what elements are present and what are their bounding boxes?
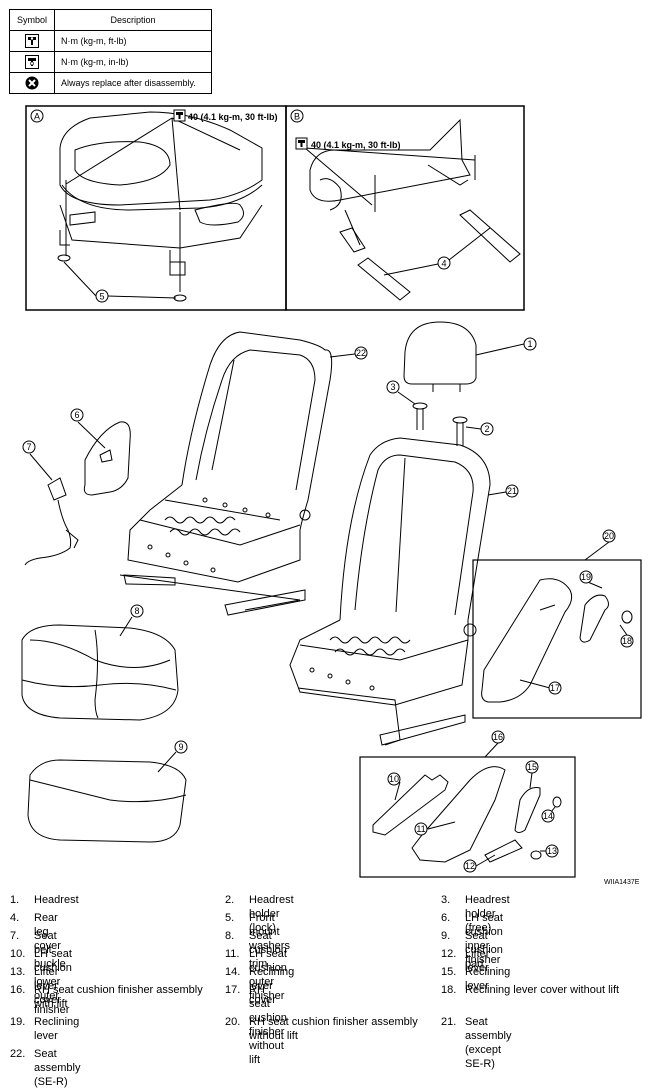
callout-11-circle	[414, 822, 428, 836]
always-replace-icon	[25, 76, 39, 90]
callout-22-circle	[354, 346, 368, 360]
detail-b-label: B	[294, 112, 300, 122]
seat-cushion-trim-drawing	[21, 624, 179, 721]
detail-b-seat-drawing	[309, 118, 521, 301]
callout-4-circle	[437, 256, 451, 270]
callout-22: 22	[356, 348, 366, 358]
torque-wrench-icon	[173, 109, 186, 122]
callout-19-circle	[579, 570, 593, 584]
callout-2: 2	[484, 424, 489, 434]
callout-4: 4	[441, 259, 446, 269]
rh-finisher-with-lift-frame	[359, 756, 576, 878]
callout-20-circle	[602, 529, 616, 543]
symbol-table: Symbol Description N·m (kg-m, ft-lb) N·m…	[9, 9, 212, 94]
detail-a-frame	[25, 105, 287, 311]
callout-14-circle	[541, 809, 555, 823]
callout-15: 15	[527, 762, 537, 772]
seat-cushion-pad-drawing	[27, 759, 187, 843]
callout-1: 1	[527, 339, 532, 349]
figure-code: WIIA1437E	[604, 879, 640, 886]
callout-9: 9	[178, 742, 183, 752]
symbol-desc-replace: Always replace after disassembly.	[54, 72, 212, 94]
callout-6-circle	[70, 408, 84, 422]
callout-10: 10	[389, 774, 399, 784]
callout-19: 19	[581, 572, 591, 582]
headrest-drawing	[403, 321, 477, 392]
callout-15-circle	[525, 760, 539, 774]
callout-16: 16	[493, 732, 503, 742]
callout-16-circle	[491, 730, 505, 744]
detail-b-torque-spec: 40 (4.1 kg-m, 30 ft-lb)	[311, 140, 401, 150]
callout-21-circle	[505, 484, 519, 498]
seat-exploded-diagram: A 40 (4.1 kg-m, 30 ft-lb) 5 B	[21, 105, 642, 886]
callout-18: 18	[622, 636, 632, 646]
callout-12-circle	[463, 859, 477, 873]
seat-belt-buckle-drawing	[24, 477, 79, 566]
detail-b-label-circle	[290, 109, 304, 123]
callout-2-circle	[480, 422, 494, 436]
rh-finisher-without-lift-drawing	[481, 578, 633, 703]
callout-9-circle	[174, 740, 188, 754]
callout-13: 13	[547, 846, 557, 856]
callout-18-circle	[620, 634, 634, 648]
callout-12: 12	[465, 861, 475, 871]
detail-a-cushion-drawing	[57, 111, 263, 302]
detail-a-label: A	[34, 112, 40, 122]
callout-21: 21	[507, 486, 517, 496]
callout-5: 5	[99, 292, 104, 302]
callout-7: 7	[26, 442, 31, 452]
callout-10-circle	[387, 772, 401, 786]
headrest-holder-free-drawing	[412, 402, 428, 430]
detail-a-torque-spec: 40 (4.1 kg-m, 30 ft-lb)	[188, 112, 278, 122]
callout-7-circle	[22, 440, 36, 454]
callout-14: 14	[543, 811, 553, 821]
detail-a-label-circle	[30, 109, 44, 123]
seat-assembly-drawing	[289, 437, 491, 746]
torque-wrench-icon	[25, 34, 39, 48]
rh-finisher-without-lift-frame	[472, 559, 642, 719]
callout-17-circle	[548, 681, 562, 695]
parts-legend: 1.Headrest 2.Headrest holder (lock) 3.He…	[10, 894, 620, 1088]
callout-5-circle	[95, 289, 109, 303]
callout-8-circle	[130, 604, 144, 618]
callout-13-circle	[545, 844, 559, 858]
inner-finisher-drawing	[83, 421, 131, 496]
torque-wrench-icon	[295, 137, 308, 150]
callout-8: 8	[134, 606, 139, 616]
callout-20: 20	[604, 531, 614, 541]
callout-11: 11	[416, 824, 425, 834]
detail-b-frame	[285, 105, 525, 311]
headrest-holder-lock-drawing	[452, 416, 468, 446]
rh-finisher-with-lift-drawing	[372, 766, 562, 863]
callout-6: 6	[74, 410, 79, 420]
callout-3-circle	[386, 380, 400, 394]
callout-17: 17	[550, 683, 560, 693]
seat-assembly-ser-drawing	[119, 331, 333, 616]
callout-3: 3	[390, 382, 395, 392]
torque-wrench-inlb-icon	[25, 55, 39, 69]
callout-1-circle	[523, 337, 537, 351]
